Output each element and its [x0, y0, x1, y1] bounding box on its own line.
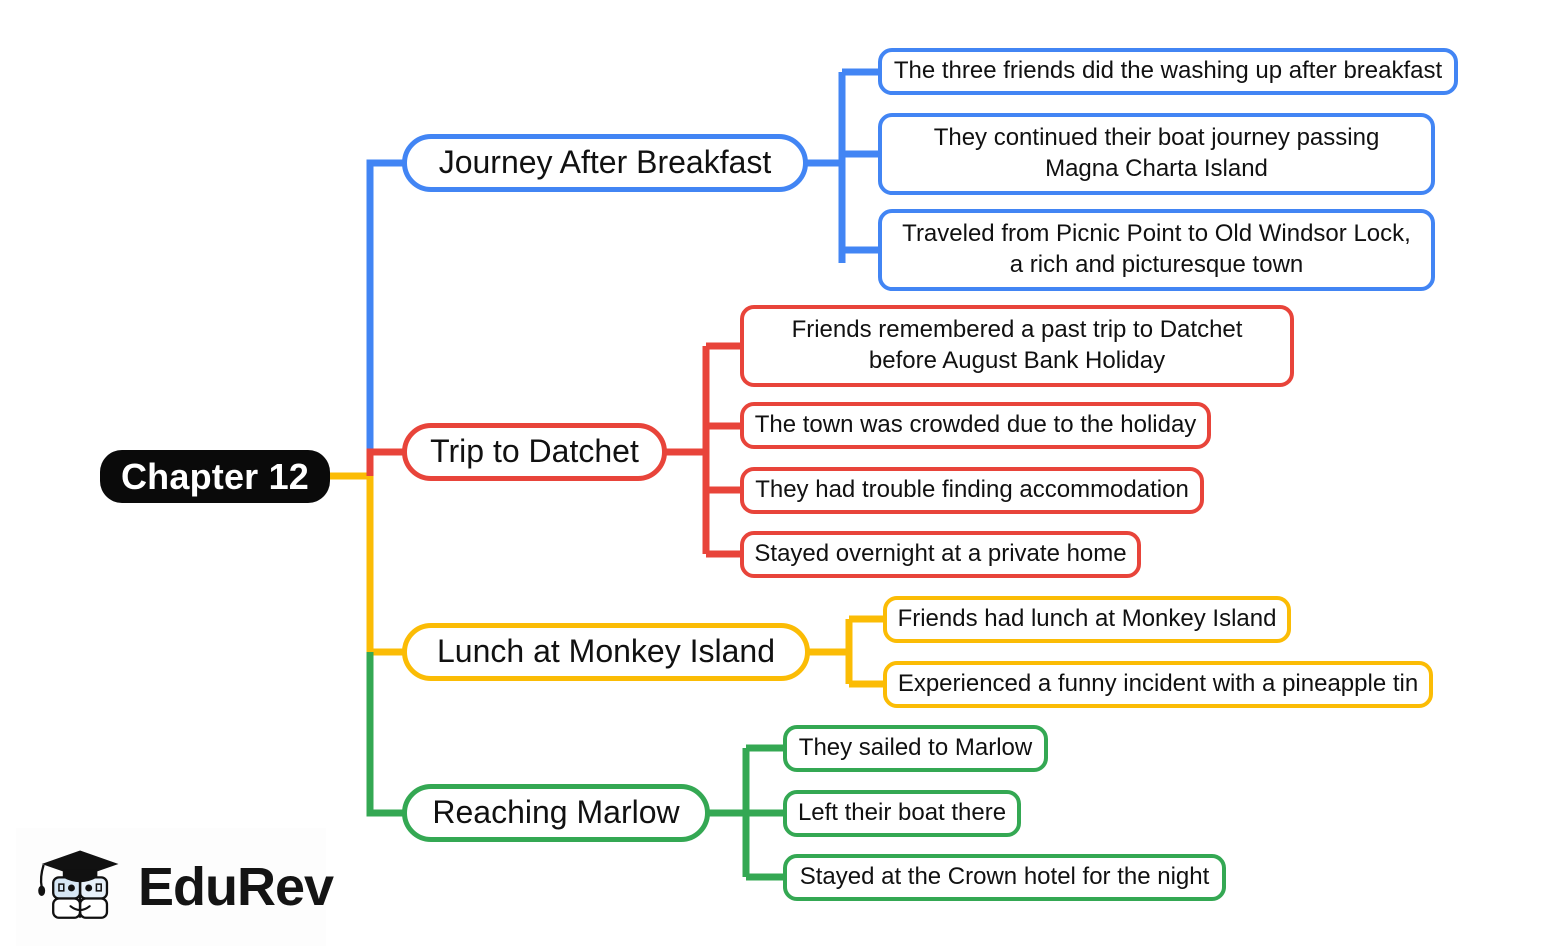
edurev-wordmark: EduRev	[138, 857, 334, 917]
leaf-node-label: They had trouble finding accommodation	[755, 476, 1189, 504]
wire-group-datchet	[665, 342, 744, 558]
branch-node-label: Reaching Marlow	[432, 794, 680, 831]
leaf-node[interactable]: They continued their boat journey passin…	[878, 113, 1435, 195]
wire-root-to-marlow	[366, 652, 406, 817]
leaf-node[interactable]: Friends had lunch at Monkey Island	[883, 596, 1291, 643]
branch-node-reaching-marlow[interactable]: Reaching Marlow	[402, 784, 710, 842]
wire-group-marlow	[708, 744, 786, 881]
leaf-node[interactable]: The three friends did the washing up aft…	[878, 48, 1458, 95]
leaf-node-label: Friends had lunch at Monkey Island	[897, 605, 1277, 633]
graduation-book-mascot-icon	[38, 850, 119, 919]
branch-node-label: Journey After Breakfast	[438, 144, 772, 181]
leaf-node-label: Experienced a funny incident with a pine…	[897, 670, 1419, 698]
leaf-node-label: The three friends did the washing up aft…	[893, 57, 1443, 85]
leaf-node-label: Traveled from Picnic Point to Old Windso…	[902, 220, 1411, 278]
root-node-label: Chapter 12	[120, 455, 310, 497]
leaf-node[interactable]: Left their boat there	[783, 790, 1021, 837]
leaf-node[interactable]: The town was crowded due to the holiday	[740, 402, 1211, 449]
wire-root-to-lunch	[366, 476, 406, 656]
leaf-node-label: Stayed overnight at a private home	[754, 540, 1127, 568]
branch-node-journey-after-breakfast[interactable]: Journey After Breakfast	[402, 134, 808, 192]
branch-node-trip-to-datchet[interactable]: Trip to Datchet	[402, 423, 667, 481]
branch-node-label: Trip to Datchet	[430, 433, 639, 470]
leaf-node[interactable]: Friends remembered a past trip to Datche…	[740, 305, 1294, 387]
leaf-node-label: The town was crowded due to the holiday	[754, 411, 1197, 439]
leaf-node-label: They continued their boat journey passin…	[933, 124, 1380, 182]
wire-root-to-journey	[366, 159, 406, 476]
leaf-node-label: Stayed at the Crown hotel for the night	[799, 863, 1210, 891]
leaf-node[interactable]: They sailed to Marlow	[783, 725, 1048, 772]
edurev-logo: EduRev	[16, 828, 334, 946]
wire-root-to-datchet	[366, 448, 406, 476]
branch-node-label: Lunch at Monkey Island	[437, 633, 775, 670]
leaf-node-label: They sailed to Marlow	[798, 734, 1033, 762]
leaf-node[interactable]: They had trouble finding accommodation	[740, 467, 1204, 514]
leaf-node[interactable]: Experienced a funny incident with a pine…	[883, 661, 1433, 708]
leaf-node-label: Left their boat there	[797, 799, 1007, 827]
root-node-chapter-12[interactable]: Chapter 12	[100, 450, 330, 503]
branch-node-lunch-at-monkey-island[interactable]: Lunch at Monkey Island	[402, 623, 810, 681]
leaf-node[interactable]: Stayed at the Crown hotel for the night	[783, 854, 1226, 901]
leaf-node[interactable]: Traveled from Picnic Point to Old Windso…	[878, 209, 1435, 291]
leaf-node[interactable]: Stayed overnight at a private home	[740, 531, 1141, 578]
leaf-node-label: Friends remembered a past trip to Datche…	[791, 316, 1243, 374]
wire-group-lunch	[808, 615, 887, 688]
wire-group-journey	[804, 68, 882, 263]
